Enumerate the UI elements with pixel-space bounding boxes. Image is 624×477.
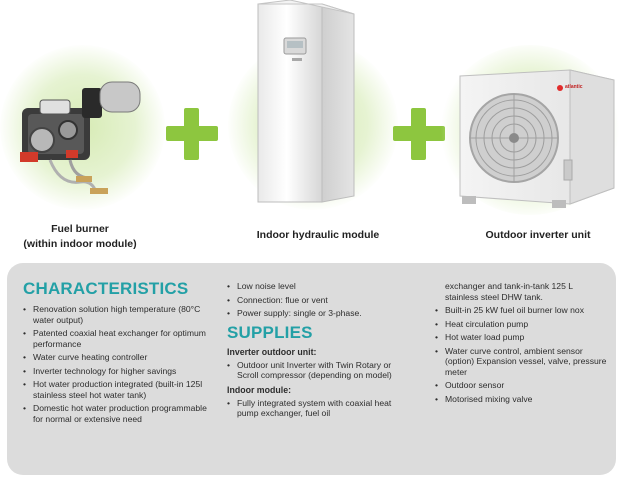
plus-icon [166, 108, 218, 160]
list-item: Built-in 25 kW fuel oil burner low nox [435, 305, 607, 316]
supplies-title: SUPPLIES [227, 322, 313, 342]
list-item: Hot water load pump [435, 332, 607, 343]
middle-column: Low noise level Connection: flue or vent… [227, 281, 412, 422]
info-panel: CHARACTERISTICS Renovation solution high… [7, 263, 616, 475]
outdoor-unit-caption: Outdoor inverter unit [485, 229, 591, 241]
list-item: Hot water production integrated (built-i… [23, 379, 213, 400]
inverter-outdoor-unit-heading: Inverter outdoor unit: [227, 346, 317, 357]
fuel-burner-image [20, 81, 141, 194]
list-item: Power supply: single or 3-phase. [227, 308, 412, 319]
indoor-module-caption: Indoor hydraulic module [256, 229, 380, 241]
fuel-burner-caption: Fuel burner (within indoor module) [0, 222, 160, 252]
list-item: Connection: flue or vent [227, 295, 412, 306]
brand-logo: atlantic [565, 84, 583, 90]
list-item: Heat circulation pump [435, 319, 607, 330]
indoor-hydraulic-module-image [257, 0, 355, 203]
list-item: Outdoor unit Inverter with Twin Rotary o… [227, 360, 412, 381]
list-item: Renovation solution high temperature (80… [23, 304, 213, 325]
list-item: Domestic hot water production programmab… [23, 403, 213, 424]
characteristics-list-continued: Low noise level Connection: flue or vent… [227, 281, 412, 319]
fuel-burner-label: Fuel burner [51, 223, 109, 235]
list-item: Motorised mixing valve [435, 394, 607, 405]
indoor-module-heading: Indoor module: [227, 384, 292, 395]
characteristics-list: Renovation solution high temperature (80… [23, 304, 213, 424]
outdoor-inverter-unit-image [459, 69, 615, 208]
indoor-supplies-continued: exchanger and tank-in-tank 125 L stainle… [445, 281, 573, 302]
indoor-supplies-list: Fully integrated system with coaxial hea… [227, 398, 412, 419]
supplies-list-continued: Built-in 25 kW fuel oil burner low nox H… [435, 305, 607, 404]
list-item: Outdoor sensor [435, 380, 607, 391]
right-column: exchanger and tank-in-tank 125 L stainle… [435, 281, 607, 407]
plus-icon [393, 108, 445, 160]
list-item: Water curve control, ambient sensor (opt… [435, 346, 607, 378]
list-item: Patented coaxial heat exchanger for opti… [23, 328, 213, 349]
characteristics-column: CHARACTERISTICS Renovation solution high… [23, 279, 213, 427]
list-item: Low noise level [227, 281, 412, 292]
list-item: Water curve heating controller [23, 352, 213, 363]
list-item: Inverter technology for higher savings [23, 366, 213, 377]
list-item: Fully integrated system with coaxial hea… [227, 398, 412, 419]
characteristics-title: CHARACTERISTICS [23, 279, 189, 298]
product-showcase: atlantic Fuel burner (within indoor modu… [0, 0, 620, 252]
inverter-supplies-list: Outdoor unit Inverter with Twin Rotary o… [227, 360, 412, 381]
fuel-burner-sublabel: (within indoor module) [23, 238, 137, 250]
